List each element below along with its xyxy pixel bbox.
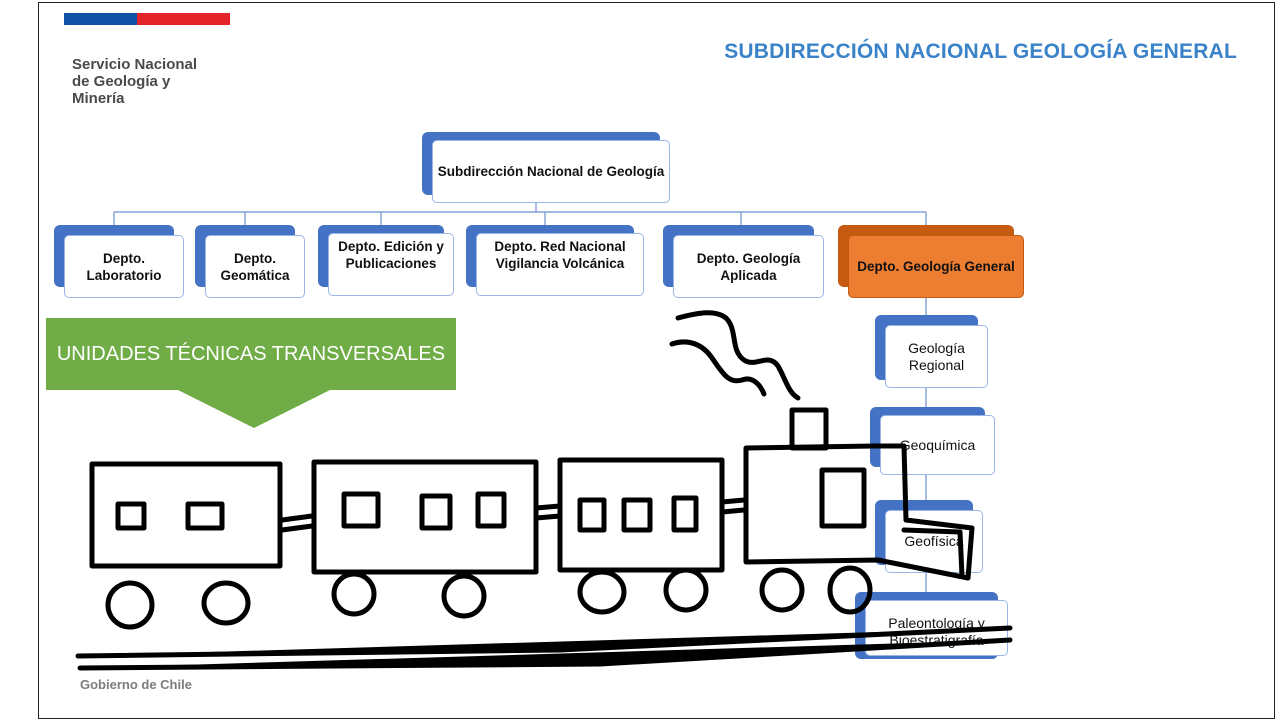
car-2-wheel-2 xyxy=(441,573,487,619)
car-3-window-3 xyxy=(671,495,699,533)
agency-line-2: de Geología y xyxy=(72,73,171,90)
car-1-window-2 xyxy=(185,501,225,531)
dept-geologia-aplicada: Depto. Geología Aplicada xyxy=(663,225,824,298)
rail-bottom xyxy=(77,637,1013,671)
train-car-1 xyxy=(89,461,283,569)
locomotive-window xyxy=(819,467,867,529)
agency-line-1: Servicio Nacional xyxy=(72,56,198,73)
train-smoke-1 xyxy=(675,310,801,401)
locomotive-body xyxy=(743,443,975,581)
dept-laboratorio: Depto. Laboratorio xyxy=(54,225,184,298)
unidades-transversales-banner: UNIDADES TÉCNICAS TRANSVERSALES xyxy=(46,318,456,390)
down-arrow-icon xyxy=(178,390,330,428)
car-2-window-1 xyxy=(341,491,381,529)
car-2-window-3 xyxy=(475,491,507,529)
unit-geologia-regional: Geología Regional xyxy=(875,315,988,388)
car-1-wheel-2 xyxy=(201,580,251,626)
locomotive-wheel-2 xyxy=(827,565,873,615)
locomotive-wheel-1 xyxy=(759,567,805,613)
car-2-window-2 xyxy=(419,493,453,531)
org-root-node: Subdirección Nacional de Geología xyxy=(422,132,670,203)
slide-frame xyxy=(38,2,1275,719)
dept-geomatica: Depto. Geomática xyxy=(195,225,305,298)
agency-line-3: Minería xyxy=(72,90,125,107)
car-1-window-1 xyxy=(115,501,147,531)
coupler-1 xyxy=(279,513,315,533)
car-1-wheel-1 xyxy=(105,580,155,630)
locomotive-cowcatcher xyxy=(901,527,965,579)
flag-red-stripe xyxy=(137,13,230,25)
car-3-wheel-1 xyxy=(577,569,627,615)
dept-geologia-general: Depto. Geología General xyxy=(838,225,1024,298)
car-3-window-2 xyxy=(621,497,653,533)
footer-gobierno: Gobierno de Chile xyxy=(80,677,192,692)
agency-logo-text: Servicio Nacional de Geología y Minería xyxy=(72,56,197,107)
unit-geoquimica: Geoquímica xyxy=(870,407,995,475)
coupler-3 xyxy=(719,497,747,515)
train-car-3 xyxy=(557,457,725,573)
rail-top xyxy=(75,625,1013,659)
train-smoke-2 xyxy=(669,339,767,397)
locomotive-chimney xyxy=(789,407,829,451)
dept-edicion-publicaciones: Depto. Edición y Publicaciones xyxy=(318,225,454,296)
car-3-window-1 xyxy=(577,497,607,533)
coupler-2 xyxy=(533,503,563,521)
slide-title: SUBDIRECCIÓN NACIONAL GEOLOGÍA GENERAL xyxy=(724,40,1237,63)
dept-red-vigilancia-volcanica: Depto. Red Nacional Vigilancia Volcánica xyxy=(466,225,644,296)
flag-blue-stripe xyxy=(64,13,137,25)
car-3-wheel-2 xyxy=(663,567,709,613)
car-2-wheel-1 xyxy=(331,571,377,617)
